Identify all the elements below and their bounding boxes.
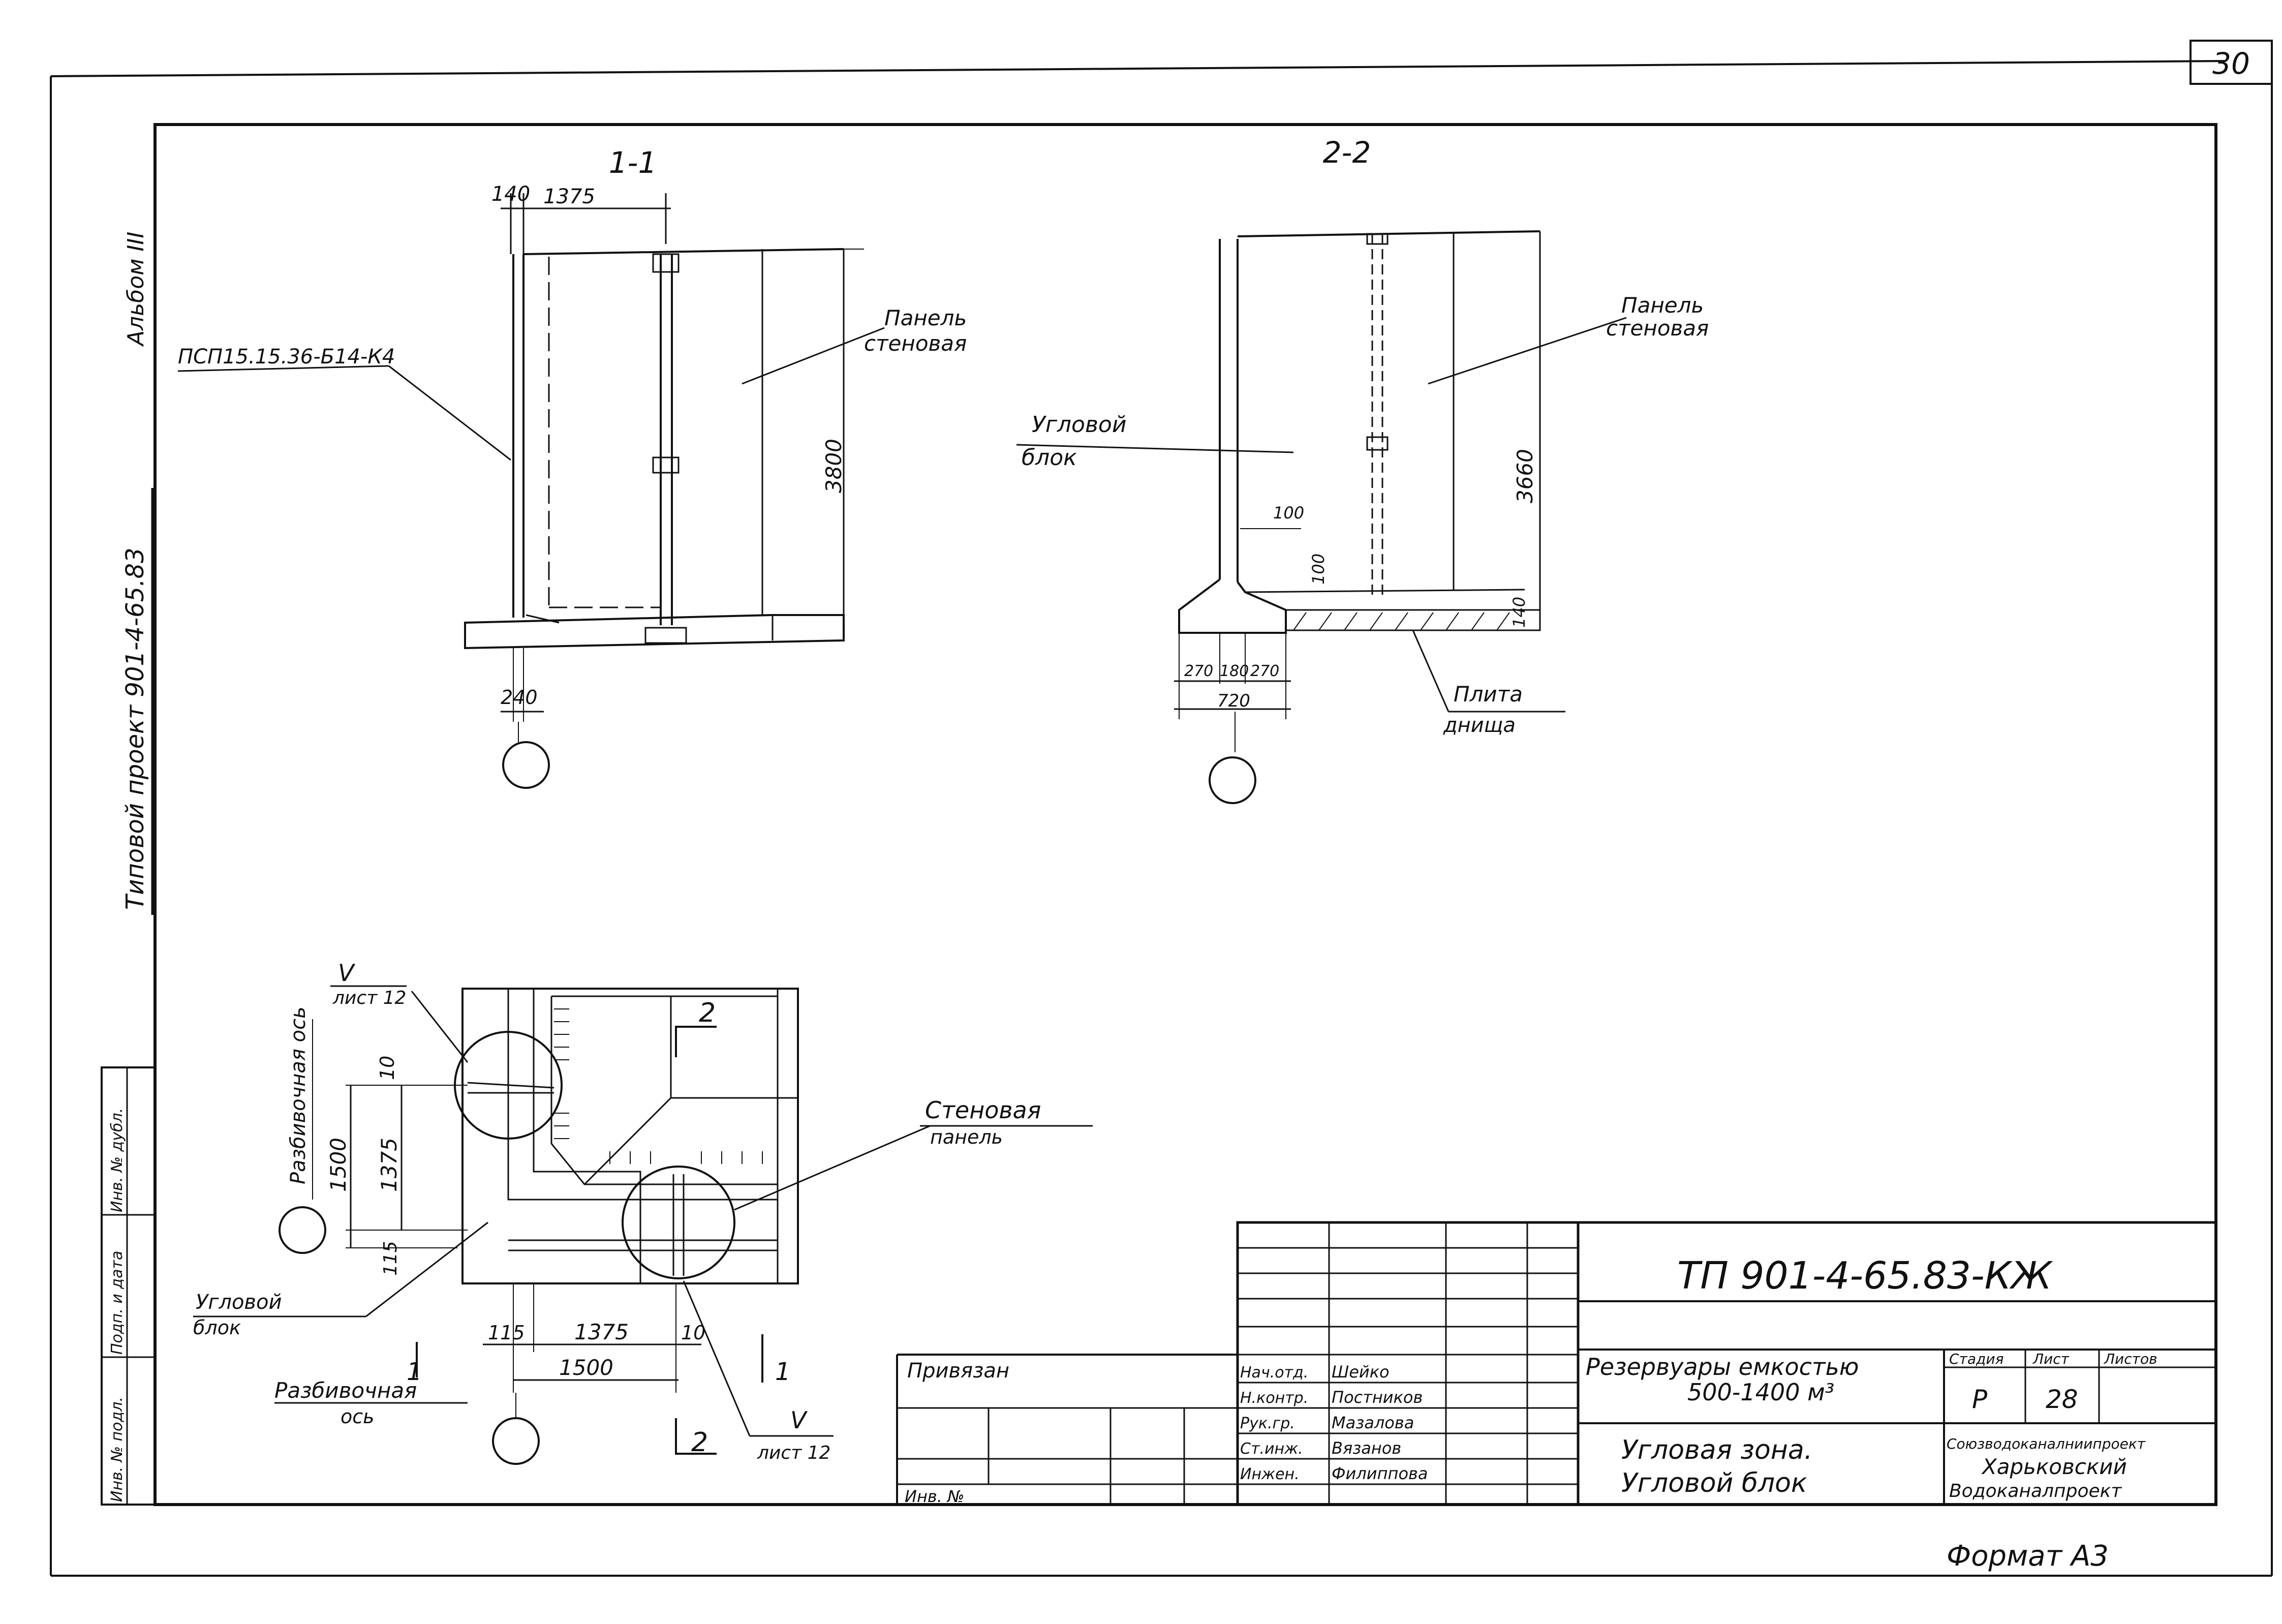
s2-dim-3660: 3660	[1513, 449, 1537, 503]
tb-sheet: 28	[2046, 1385, 2078, 1414]
s2-dim-100b: 100	[1309, 554, 1328, 585]
s2-axis-marker	[1209, 756, 1256, 804]
project-label: Типовой проект 901-4-65.83	[121, 547, 149, 910]
sheet-number: 30	[2212, 46, 2250, 81]
section-1-title: 1-1	[609, 145, 657, 180]
plan-label-wall-1: Стеновая	[925, 1096, 1041, 1124]
plan-dim-115-v: 115	[380, 1241, 401, 1276]
plan-dim-1500-v: 1500	[326, 1138, 351, 1192]
format-label: Формат А3	[1947, 1540, 2109, 1573]
plan-dim-10-h: 10	[681, 1322, 705, 1344]
plan-dim-1375-h: 1375	[574, 1320, 629, 1344]
s2-label-panel-2: стеновая	[1606, 316, 1709, 341]
s2-dim-270a: 270	[1184, 662, 1213, 680]
section-1-1: 1-1 140 1375 3800 240	[177, 145, 967, 789]
plan-label-corner-2: блок	[193, 1316, 241, 1339]
tb-hdr-sheets: Листов	[2104, 1351, 2157, 1367]
tb-sheet-title-1: Угловая зона.	[1621, 1435, 1812, 1465]
plan-callout-bottom: V	[790, 1406, 808, 1434]
plan-detail-circle-bottom	[622, 1166, 735, 1279]
tb-role-name-1: Постников	[1332, 1388, 1423, 1407]
plan-axis-marker-bottom	[492, 1417, 540, 1465]
sheet-frame	[50, 40, 2273, 1577]
s2-label-slab-2: днища	[1443, 714, 1516, 737]
s2-dim-100a: 100	[1273, 503, 1304, 523]
plan-cut-2-top: 2	[699, 998, 716, 1028]
tb-role-2: Рук.гр.	[1240, 1415, 1295, 1432]
s2-label-corner-2: блок	[1022, 445, 1077, 471]
stamp-col-3: Инв. № дубл.	[108, 1108, 126, 1212]
s2-label-slab-1: Плита	[1454, 682, 1523, 707]
plan-callout-top-sheet: лист 12	[332, 988, 406, 1008]
title-block: Привязан Инв. № ТП 901-4-65.83-КЖ Резерв…	[896, 1221, 2217, 1506]
tb-role-name-4: Филиппова	[1332, 1464, 1428, 1483]
s1-label-panel-2: стеновая	[864, 331, 967, 356]
s1-label-psp: ПСП15.15.36-Б14-К4	[178, 345, 395, 369]
plan-cut-2-bottom: 2	[691, 1427, 708, 1458]
plan-label-corner-1: Угловой	[196, 1291, 282, 1314]
s2-dim-180: 180	[1220, 662, 1249, 680]
plan-axis-marker-left	[279, 1206, 326, 1254]
plan-cut-1-right: 1	[775, 1358, 791, 1386]
plan-dim-115-h: 115	[488, 1322, 525, 1344]
stamp-col-1: Инв. № подл.	[108, 1397, 126, 1502]
tb-hdr-stage: Стадия	[1949, 1351, 2003, 1367]
album-label: Альбом III	[123, 232, 149, 347]
plan-label-axis-2: ось	[341, 1405, 375, 1428]
plan-callout-bottom-sheet: лист 12	[757, 1443, 830, 1463]
s1-dim-1375: 1375	[543, 185, 595, 208]
plan-cut-1-left: 1	[407, 1358, 422, 1386]
tb-stage: Р	[1972, 1385, 1988, 1414]
tb-privyazan: Привязан	[907, 1359, 1009, 1383]
tb-inv-no: Инв. №	[905, 1487, 964, 1506]
tb-doc-code: ТП 901-4-65.83-КЖ	[1677, 1254, 2053, 1298]
s1-label-panel-1: Панель	[884, 305, 967, 330]
s1-dim-240: 240	[501, 686, 538, 709]
plan-dim-1500-h: 1500	[559, 1355, 613, 1380]
s1-dim-3800: 3800	[821, 439, 846, 493]
tb-role-1: Н.контр.	[1240, 1389, 1308, 1407]
s2-dim-720: 720	[1217, 691, 1250, 711]
tb-sheet-title-2: Угловой блок	[1621, 1468, 1807, 1498]
tb-role-3: Ст.инж.	[1240, 1440, 1303, 1458]
s2-dim-140: 140	[1509, 597, 1529, 628]
plan-label-wall-2: панель	[930, 1126, 1003, 1148]
left-margin: Альбом III Типовой проект 901-4-65.83 Ин…	[101, 232, 156, 1506]
plan-view: Разбивочная ось V лист 12 10 1500 1375 1…	[193, 959, 1093, 1465]
s2-label-corner-1: Угловой	[1032, 412, 1126, 438]
s2-dim-270b: 270	[1250, 662, 1279, 680]
tb-role-0: Нач.отд.	[1240, 1364, 1308, 1382]
tb-role-name-3: Вязанов	[1332, 1438, 1401, 1458]
tb-hdr-sheet: Лист	[2032, 1351, 2070, 1367]
section-2-2: 2-2 3660 140 100 100 270 180 270 720	[1016, 135, 1709, 804]
stamp-col-2: Подп. и дата	[108, 1251, 126, 1355]
tb-org-3: Водоканалпроект	[1949, 1481, 2122, 1502]
tb-role-name-0: Шейко	[1332, 1362, 1390, 1382]
plan-axis-label-vertical: Разбивочная ось	[287, 1006, 310, 1184]
tb-org-1: Союзводоканалниипроект	[1947, 1435, 2146, 1452]
tb-role-name-2: Мазалова	[1332, 1413, 1414, 1432]
plan-dim-10-v: 10	[376, 1056, 398, 1080]
section-2-title: 2-2	[1323, 135, 1371, 170]
plan-label-axis-1: Разбивочная	[274, 1378, 417, 1403]
s1-dim-140: 140	[491, 182, 530, 206]
tb-object-2: 500-1400 м³	[1687, 1378, 1834, 1406]
plan-dim-1375-v: 1375	[377, 1138, 402, 1192]
tb-role-4: Инжен.	[1240, 1465, 1300, 1483]
plan-callout-top: V	[338, 959, 356, 987]
tb-org-2: Харьковский	[1981, 1454, 2127, 1479]
s2-label-panel-1: Панель	[1621, 293, 1704, 318]
tb-object-1: Резервуары емкостью	[1586, 1353, 1859, 1381]
s1-axis-marker	[502, 741, 550, 789]
